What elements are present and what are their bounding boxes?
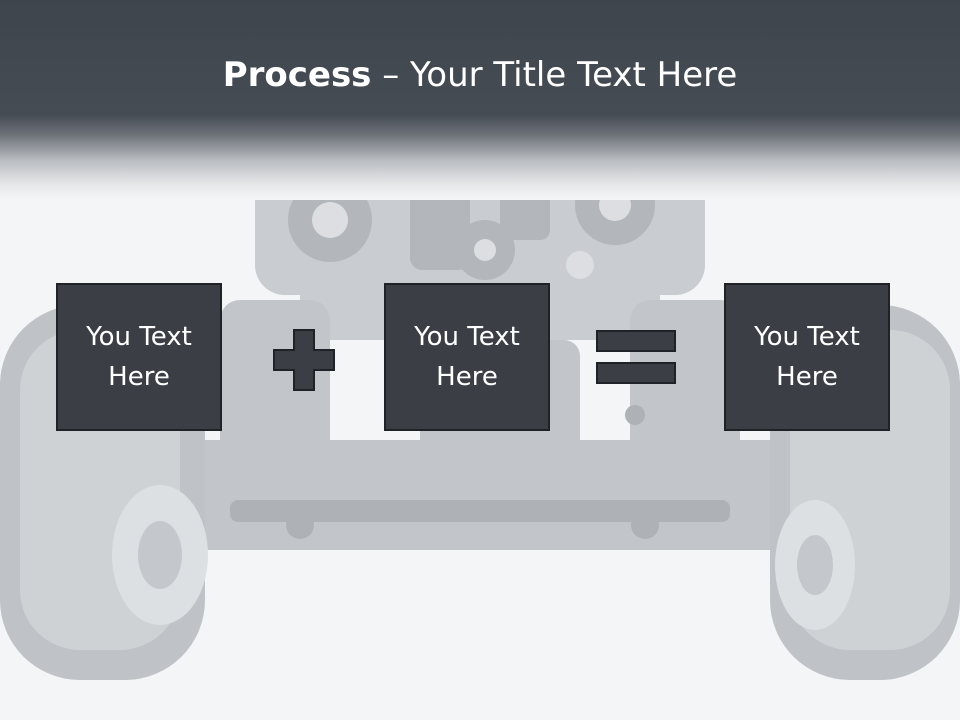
equals-icon bbox=[596, 330, 676, 384]
text-box-1[interactable]: You Text Here bbox=[56, 283, 222, 431]
text-box-1-label: You Text Here bbox=[86, 322, 192, 392]
plus-icon bbox=[273, 329, 335, 391]
text-box-3-label: You Text Here bbox=[754, 322, 860, 392]
slide-title[interactable]: Process – Your Title Text Here bbox=[0, 52, 960, 98]
title-rest-text: – Your Title Text Here bbox=[371, 55, 738, 95]
text-box-3[interactable]: You Text Here bbox=[724, 283, 890, 431]
text-box-2[interactable]: You Text Here bbox=[384, 283, 550, 431]
title-bold-text: Process bbox=[222, 55, 372, 95]
title-bar bbox=[0, 0, 960, 200]
text-box-2-label: You Text Here bbox=[414, 322, 520, 392]
